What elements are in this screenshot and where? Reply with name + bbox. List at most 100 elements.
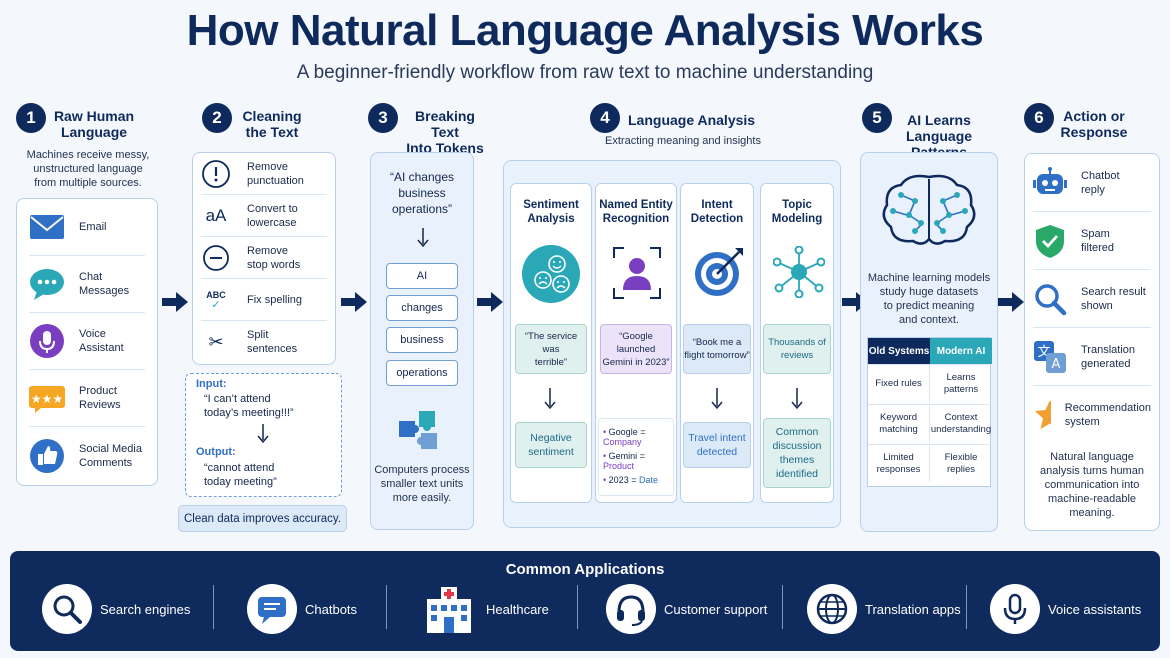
down-arrow-icon (791, 388, 803, 410)
step-5-description: Machine learning models study huge datas… (861, 271, 997, 327)
result-line: detected (696, 446, 738, 458)
cleaning-label: stop words (247, 258, 301, 271)
quote-line: reviews (780, 350, 814, 361)
divider (577, 585, 578, 629)
flow-arrow-icon (341, 292, 367, 312)
output-label: Output: (196, 446, 236, 458)
globe-icon (807, 584, 857, 634)
step-1-title-line1: Raw Human (53, 108, 135, 124)
cell-line: patterns (943, 383, 979, 395)
application-label: Search engines (100, 601, 191, 617)
desc-line: unstructured language (33, 163, 143, 175)
application-translation-apps: Translation apps (807, 583, 961, 635)
stars-rating-icon: ★★★ (29, 386, 65, 413)
application-label: Translation apps (865, 601, 961, 617)
step-6-description: Natural language analysis turns human co… (1025, 450, 1159, 520)
heading-line: Recognition (602, 213, 670, 225)
step-3-title-line1: Breaking Text (415, 108, 475, 140)
step-3-number: 3 (368, 103, 398, 133)
entity-word: 2023 (608, 475, 629, 485)
shield-check-icon (1036, 224, 1064, 258)
microphone-icon (990, 584, 1040, 634)
action-label: shown (1081, 299, 1113, 312)
divider (386, 585, 387, 629)
action-label: Recommendation (1064, 402, 1151, 414)
entity-item: • Google = Company (603, 427, 646, 447)
result-line: identified (775, 468, 819, 480)
action-label: Chatbot (1081, 169, 1120, 182)
step-5-learning-panel: Machine learning models study huge datas… (860, 152, 998, 532)
thumbs-up-icon (30, 438, 64, 473)
quote-line: flight tomorrow” (684, 350, 750, 361)
minus-circle-icon (203, 244, 229, 271)
target-icon (695, 248, 743, 296)
cell-line: matching (879, 423, 918, 435)
page-title: How Natural Language Analysis Works (186, 6, 984, 55)
token-sentence: “AI changes business operations” (371, 169, 473, 217)
cleaning-label: Convert to (247, 202, 298, 215)
action-label: Translation (1081, 343, 1136, 356)
output-text: “cannot attend today meeting” (204, 461, 277, 489)
token-chip: AI (386, 263, 458, 289)
token-chip: changes (386, 295, 458, 321)
step-3-title: Breaking Text Into Tokens (402, 108, 488, 156)
heading-line: Named Entity (599, 199, 673, 211)
source-label: Reviews (79, 399, 121, 411)
entity-type: Date (639, 475, 659, 485)
step-1-number: 1 (16, 103, 46, 133)
applications-title: Common Applications (505, 561, 665, 578)
desc-line: smaller text units (380, 478, 464, 490)
clean-data-note: Clean data improves accuracy. (178, 505, 347, 532)
step-2-title-line2: the Text (245, 124, 299, 140)
application-healthcare: Healthcare (420, 583, 549, 635)
desc-line: study huge datasets (879, 286, 979, 298)
desc-line: to predict meaning (883, 300, 975, 312)
step-6-title-line1: Action or (1063, 108, 1125, 124)
spellcheck-glyph: ABC (206, 289, 226, 300)
ai-brain-icon (882, 174, 976, 245)
scissors-icon: ✂ (208, 331, 224, 352)
desc-line: meaning. (1069, 507, 1115, 519)
output-line: “cannot attend (204, 462, 275, 474)
quote-line: Gemini in 2023” (602, 356, 670, 368)
comparison-table: Old Systems Modern AI Fixed rules Learns… (867, 337, 992, 487)
step-4-number: 4 (590, 103, 620, 133)
quote-line: terrible” (534, 356, 568, 368)
flow-arrow-icon (162, 292, 188, 312)
source-label: Assistant (79, 342, 124, 354)
application-chatbots: Chatbots (247, 583, 357, 635)
source-label: Email (79, 221, 107, 233)
microphone-icon (30, 324, 64, 358)
desc-line: and context. (899, 314, 959, 326)
search-icon (1035, 283, 1067, 315)
desc-line: communication into (1044, 479, 1140, 491)
desc-line: analysis turns human (1040, 465, 1144, 477)
headset-icon (606, 584, 656, 634)
chat-bubble-icon (30, 269, 64, 300)
input-line: “I can’t attend (204, 393, 271, 405)
cell-line: Context (944, 411, 978, 423)
heading-line: Detection (690, 213, 744, 225)
down-arrow-icon (417, 228, 429, 248)
